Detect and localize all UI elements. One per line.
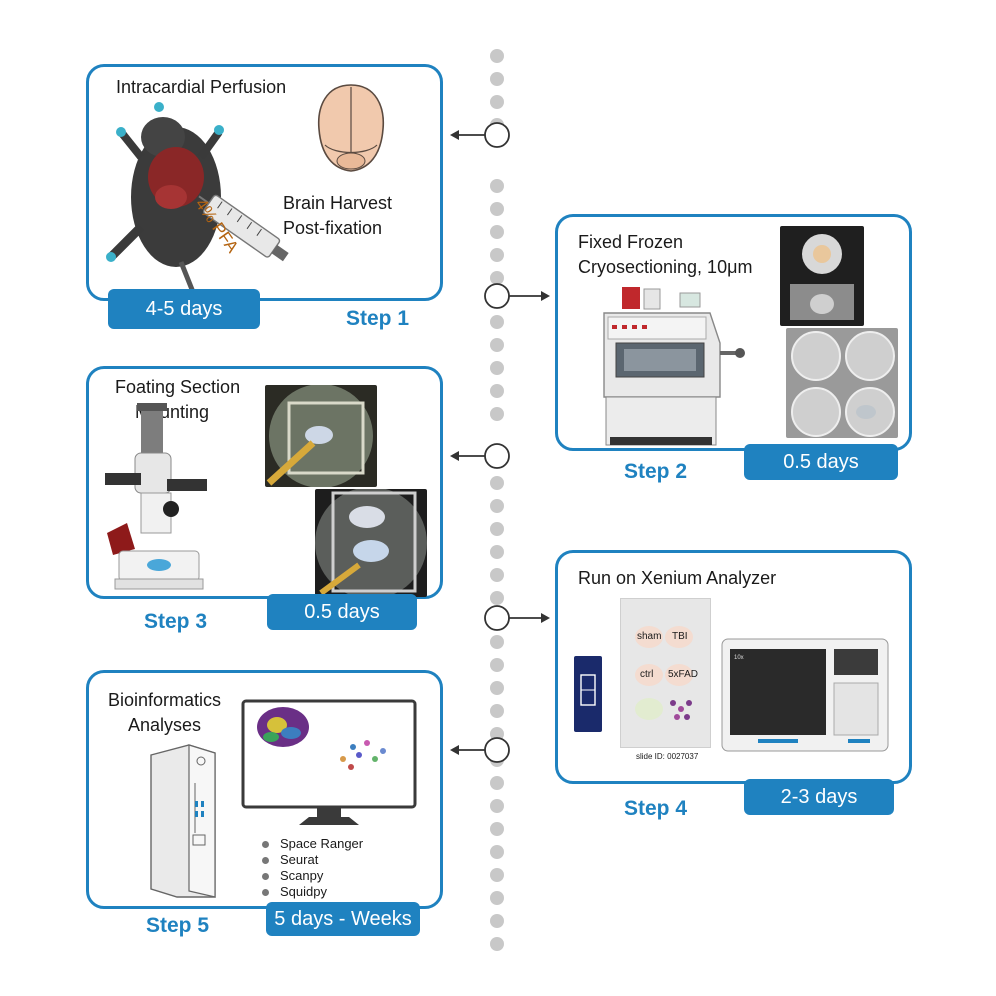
computer-tower-icon bbox=[150, 744, 216, 898]
step4-label: Step 4 bbox=[624, 797, 688, 820]
step2-duration: 0.5 days bbox=[744, 444, 898, 480]
step5-box: Bioinformatics Analyses Space Ranger Seu… bbox=[86, 670, 443, 909]
tool-item: Scanpy bbox=[260, 868, 363, 884]
tool-list: Space Ranger Seurat Scanpy Squidpy bbox=[260, 836, 363, 900]
harvest-line1: Brain Harvest bbox=[283, 193, 393, 213]
cryostat-chuck-photo bbox=[780, 226, 864, 326]
tool-item: Space Ranger bbox=[260, 836, 363, 852]
step1-box: Intracardial Perfusion 4% PFA bbox=[86, 64, 443, 301]
step2-title-line1: Fixed Frozen bbox=[578, 232, 684, 252]
slide-label-tbi: TBI bbox=[672, 631, 688, 642]
connector-step1 bbox=[450, 122, 510, 148]
slide-tissue-sections bbox=[635, 626, 693, 720]
connector-step2 bbox=[484, 283, 550, 309]
xenium-analyzer-illustration: 10x bbox=[721, 638, 889, 752]
cryostat-illustration bbox=[603, 287, 745, 446]
step4-box: Run on Xenium Analyzer sham TBI ctrl 5xF… bbox=[555, 550, 912, 784]
step5-title-line1: Bioinformatics bbox=[108, 690, 222, 710]
slide-label-5xfad: 5xFAD bbox=[668, 669, 699, 680]
well-plate-photo bbox=[786, 328, 898, 438]
step4-duration: 2-3 days bbox=[744, 779, 894, 815]
section-pick-photo bbox=[265, 385, 377, 487]
step5-label: Step 5 bbox=[146, 914, 210, 937]
brain-icon bbox=[317, 84, 385, 172]
harvest-line2: Post-fixation bbox=[283, 218, 383, 238]
step5-duration: 5 days - Weeks bbox=[266, 902, 420, 936]
svg-text:10x: 10x bbox=[734, 655, 744, 661]
mouse-perfusion-illustration bbox=[106, 102, 289, 293]
step1-title: Intracardial Perfusion bbox=[116, 77, 287, 97]
timeline-dots bbox=[490, 49, 504, 951]
step2-box: Fixed Frozen Cryosectioning, 10μm bbox=[555, 214, 912, 451]
slide-cassette-icon bbox=[574, 656, 602, 732]
connector-step3 bbox=[450, 443, 510, 469]
monitor-illustration bbox=[241, 699, 417, 825]
tool-item: Squidpy bbox=[260, 884, 363, 900]
microscope-illustration bbox=[105, 403, 207, 590]
step3-title-line1: Foating Section bbox=[115, 377, 241, 397]
slide-label-ctrl: ctrl bbox=[640, 669, 654, 680]
xenium-slide: sham TBI ctrl 5xFAD bbox=[620, 598, 711, 748]
timeline bbox=[490, 49, 504, 951]
connector-step4 bbox=[484, 605, 550, 631]
section-mount-photo bbox=[315, 489, 427, 597]
slide-label-sham: sham bbox=[637, 631, 662, 642]
slide-id: slide ID: 0027037 bbox=[636, 752, 699, 761]
step1-label: Step 1 bbox=[346, 307, 410, 330]
step3-label: Step 3 bbox=[144, 610, 208, 633]
step1-duration: 4-5 days bbox=[108, 289, 260, 329]
step2-title-line2: Cryosectioning, 10μm bbox=[578, 257, 753, 277]
tool-item: Seurat bbox=[260, 852, 363, 868]
step5-title-line2: Analyses bbox=[128, 715, 202, 735]
step4-title: Run on Xenium Analyzer bbox=[578, 568, 777, 588]
connector-step5 bbox=[450, 737, 510, 763]
step2-label: Step 2 bbox=[624, 460, 688, 483]
step3-duration: 0.5 days bbox=[267, 594, 417, 630]
step3-box: Foating Section Mounting bbox=[86, 366, 443, 599]
